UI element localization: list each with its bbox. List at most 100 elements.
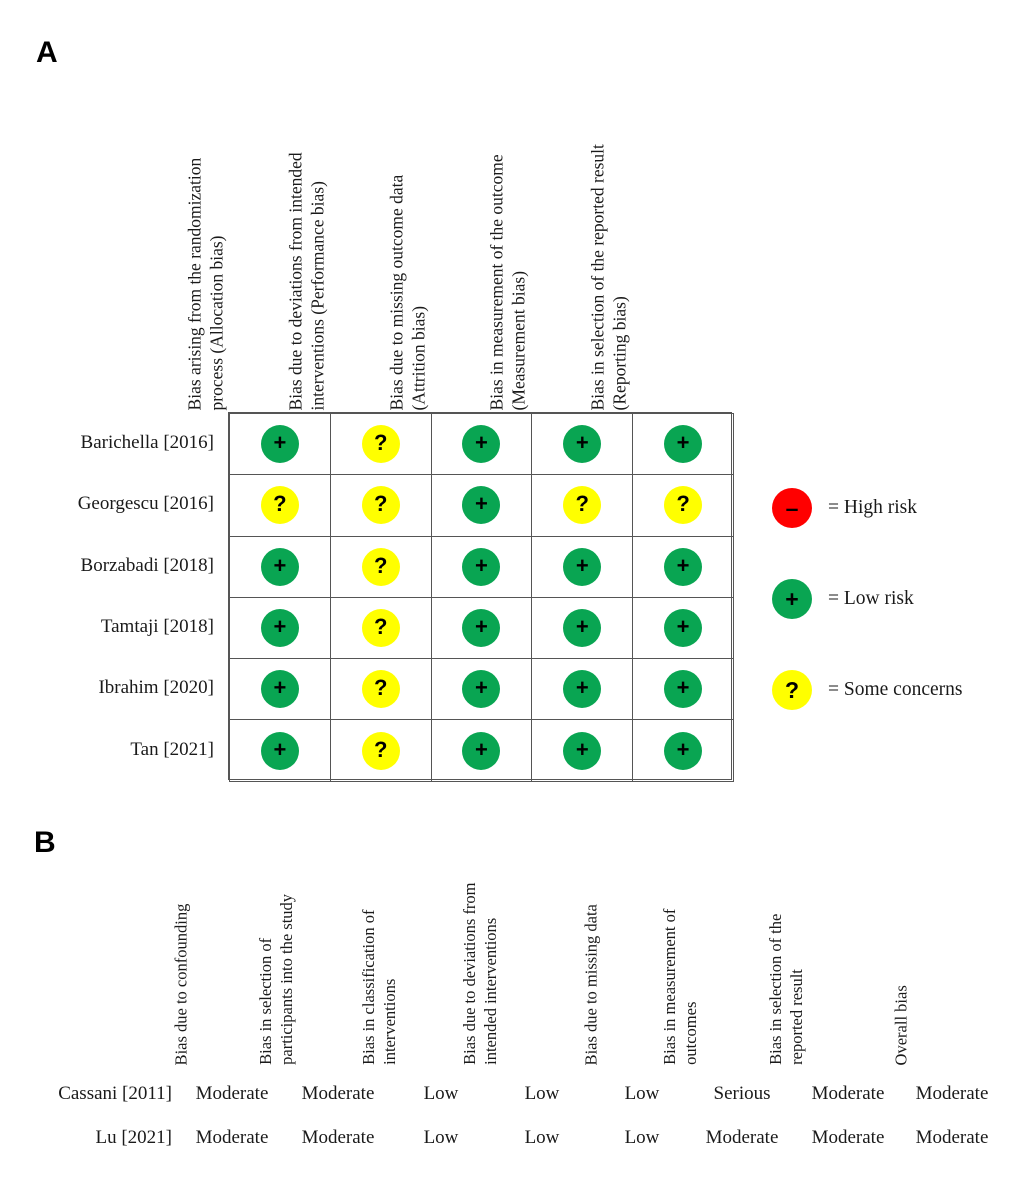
judgement-low-icon: +: [260, 547, 299, 586]
legend-low-icon: +: [772, 578, 812, 619]
judgement-low-icon: +: [462, 425, 501, 464]
judgement-cell[interactable]: ?: [531, 474, 634, 537]
risk-of-bias-grid: +?+++??+??+?++++?++++?++++?+++: [228, 412, 734, 782]
judgement-low-icon: +: [563, 731, 602, 770]
judgement-some-icon: ?: [361, 547, 400, 586]
table-row: +? + + +: [229, 412, 734, 476]
judgement-cell: Moderate: [811, 1083, 885, 1104]
judgement-glyph: +: [475, 552, 488, 578]
legend-label: = Some concerns: [828, 678, 963, 700]
judgement-cell[interactable]: +: [229, 412, 331, 476]
judgement-cell[interactable]: +: [531, 535, 634, 598]
judgement-glyph: +: [273, 614, 287, 640]
judgement-cell: Moderate: [301, 1127, 375, 1148]
judgement-some-icon: ?: [563, 486, 602, 525]
judgement-cell: Moderate: [915, 1127, 989, 1148]
judgement-glyph: +: [676, 552, 690, 578]
judgement-low-icon: +: [260, 670, 299, 709]
header-line: (Attrition bias): [408, 305, 429, 411]
judgement-low-icon: +: [664, 670, 703, 709]
judgement-cell[interactable]: +: [430, 474, 533, 537]
judgement-low-icon: +: [462, 731, 501, 770]
study-label: Georgescu [2016]: [77, 493, 214, 515]
header-line: interventions (Performance bias): [307, 180, 328, 410]
study-label: Barichella [2016]: [80, 432, 214, 453]
judgement-cell: Moderate: [811, 1127, 885, 1148]
judgement-glyph: +: [676, 430, 690, 456]
judgement-cell[interactable]: +: [430, 719, 533, 782]
legend-label: = Low risk: [828, 587, 914, 609]
risk-of-bias-legend: –= High risk+= Low risk?= Some concerns: [772, 462, 1016, 735]
judgement-cell[interactable]: ?: [329, 658, 432, 721]
judgement-cell: Moderate: [195, 1083, 269, 1104]
judgement-cell[interactable]: +: [531, 412, 634, 476]
judgement-cell[interactable]: +: [229, 719, 331, 782]
judgement-cell[interactable]: ?: [329, 719, 432, 782]
judgement-cell[interactable]: +: [632, 412, 734, 476]
legend-item-some: ?= Some concerns: [772, 644, 1016, 735]
judgement-cell: Low: [524, 1127, 560, 1148]
judgement-low-icon: +: [563, 547, 602, 586]
judgement-glyph: ?: [373, 491, 388, 517]
legend-item-low: + = Low risk: [772, 553, 1016, 644]
judgement-cell: Moderate: [915, 1083, 989, 1104]
judgement-glyph: +: [273, 552, 287, 578]
judgement-low-icon: +: [664, 425, 703, 464]
judgement-cell[interactable]: ?: [229, 474, 331, 537]
study-label: Ibrahim [2020]: [98, 677, 214, 699]
header-line: Bias in selection of the reported result: [587, 143, 608, 410]
judgement-cell: Serious: [713, 1083, 771, 1104]
judgement-low-icon: +: [260, 731, 299, 770]
judgement-cell[interactable]: ?: [329, 596, 432, 660]
judgement-cell[interactable]: +: [430, 658, 533, 721]
header-line: Bias due to deviations from: [460, 882, 480, 1065]
judgement-glyph: +: [475, 736, 488, 762]
judgement-glyph: +: [475, 675, 488, 701]
judgement-glyph: +: [273, 675, 287, 701]
judgement-cell[interactable]: +: [531, 658, 634, 721]
judgement-cell[interactable]: +: [632, 658, 734, 721]
judgement-cell[interactable]: ?: [329, 474, 432, 537]
judgement-cell[interactable]: +: [632, 719, 734, 782]
header-line: Bias in selection of the: [766, 913, 786, 1065]
judgement-glyph: ?: [373, 614, 388, 640]
judgement-cell[interactable]: +: [430, 535, 533, 598]
judgement-cell[interactable]: +: [430, 412, 533, 476]
judgement-some-icon: ?: [361, 670, 400, 709]
header-line: intended interventions: [481, 917, 501, 1065]
judgement-low-icon: +: [664, 609, 703, 648]
judgement-cell[interactable]: ?: [329, 535, 432, 598]
column-header-text: Bias due to confounding: [171, 820, 192, 1065]
column-header-reporting: Bias in selection of the reported result…: [588, 40, 732, 412]
judgement-cell[interactable]: +: [632, 535, 734, 598]
judgement-low-icon: +: [462, 609, 501, 648]
judgement-cell[interactable]: ?: [632, 474, 734, 537]
judgement-cell[interactable]: +: [229, 535, 331, 598]
column-header-text: Bias due to missing outcome data(Attriti…: [385, 40, 429, 412]
judgement-cell[interactable]: ?: [329, 412, 432, 476]
judgement-glyph: +: [273, 430, 287, 456]
judgement-cell: Low: [624, 1083, 660, 1104]
judgement-cell: Low: [624, 1127, 660, 1148]
panel-a-label: A: [36, 36, 58, 69]
table-row: +? + + +: [229, 596, 734, 660]
table-row: ?? +??: [229, 474, 734, 537]
judgement-low-icon: +: [260, 609, 299, 648]
judgement-cell[interactable]: +: [430, 596, 533, 660]
judgement-cell[interactable]: +: [531, 719, 634, 782]
judgement-cell[interactable]: +: [229, 658, 331, 721]
judgement-cell[interactable]: +: [229, 596, 331, 660]
header-line: outcomes: [681, 1001, 701, 1065]
study-label: Tan [2021]: [130, 738, 214, 760]
header-line: Bias in classification of: [359, 909, 379, 1065]
judgement-cell[interactable]: +: [632, 596, 734, 660]
judgement-cell[interactable]: +: [531, 596, 634, 660]
